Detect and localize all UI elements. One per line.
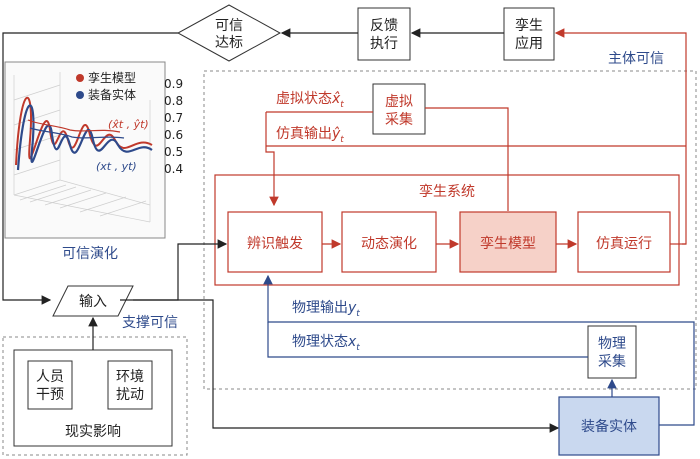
equipment-label: 装备实体	[581, 418, 637, 435]
human-box	[27, 360, 73, 410]
svg-text:孪生模型: 孪生模型	[88, 70, 136, 85]
twin-app-box	[503, 7, 555, 61]
svg-text:0.9: 0.9	[164, 77, 183, 91]
twin-system-container	[214, 174, 680, 286]
reality-impact-label: 现实影响	[65, 424, 121, 440]
equipment-box	[558, 396, 660, 456]
physical-output-label: 物理输出yt	[292, 300, 360, 319]
svg-text:0.7: 0.7	[164, 111, 183, 125]
identify-trigger-label: 辨识触发	[247, 236, 303, 252]
twin-app-label: 孪生应用	[515, 17, 543, 52]
twin-model-label: 孪生模型	[480, 235, 536, 252]
subject-credible-label: 主体可信	[608, 51, 664, 67]
input-box	[52, 285, 134, 317]
svg-text:0.4: 0.4	[164, 162, 183, 176]
virtual-collect-label: 虚拟采集	[385, 94, 413, 128]
virtual-state-label: 虚拟状态x̂t	[276, 91, 344, 110]
dynamic-evolution-label: 动态演化	[361, 236, 417, 252]
reality-impact-region	[2, 336, 188, 456]
physical-collect-box	[587, 325, 637, 379]
credible-ok-diamond	[176, 4, 282, 62]
svg-text:装备实体: 装备实体	[88, 87, 136, 102]
twin-system-label: 孪生系统	[419, 183, 475, 200]
feedback-label: 反馈执行	[370, 18, 398, 52]
physical-state-label: 物理状态xt	[292, 334, 360, 353]
sim-output-label: 仿真输出ŷt	[276, 126, 344, 145]
input-label: 输入	[79, 294, 107, 310]
support-credible-label: 支撑可信	[122, 315, 178, 331]
physical-collect-label: 物理采集	[598, 336, 626, 370]
svg-text:0.8: 0.8	[164, 94, 183, 108]
svg-text:0.5: 0.5	[164, 145, 183, 159]
dynamic-evolution-box	[341, 211, 437, 273]
svg-text:(x̂t , ŷt): (x̂t , ŷt)	[108, 118, 149, 131]
digital-space-region	[203, 70, 697, 390]
feedback-box	[357, 7, 411, 61]
identify-trigger-box	[227, 211, 323, 273]
credible-ok-label: 可信达标	[215, 18, 243, 51]
env-box	[107, 360, 153, 410]
sim-run-box	[577, 211, 671, 273]
svg-text:(xt , yt): (xt , yt)	[96, 160, 137, 173]
env-label: 环境扰动	[116, 369, 144, 403]
human-label: 人员干预	[36, 369, 64, 403]
svg-text:0.6: 0.6	[164, 128, 183, 142]
twin-model-box	[459, 211, 557, 273]
credible-evolution-label: 可信演化	[62, 246, 118, 262]
credible-evolution-inset: 孪生模型 装备实体 0.9 0.8 0.7 0.6 0.5 0.4 (x̂t ,…	[4, 61, 183, 239]
virtual-collect-box	[372, 83, 426, 135]
sim-run-label: 仿真运行	[596, 236, 652, 252]
